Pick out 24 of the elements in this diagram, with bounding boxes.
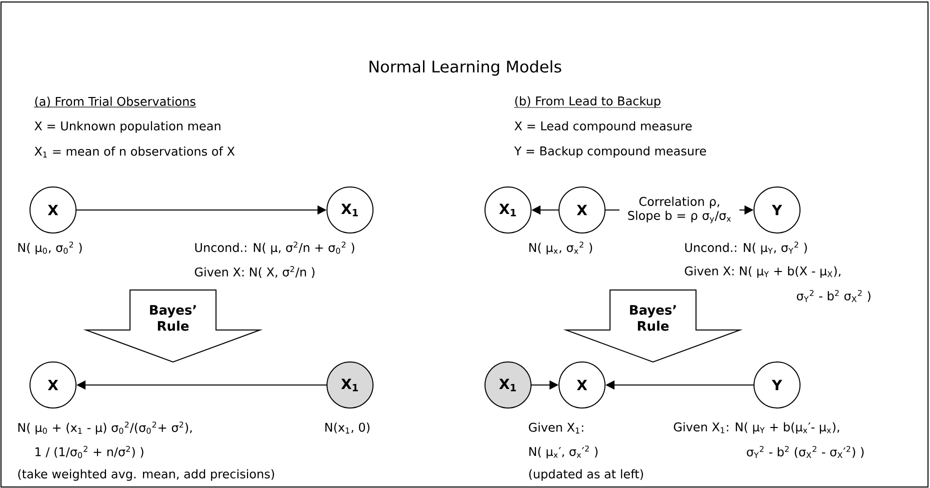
distribution-label: σ$_{Y}$$^{2}$ - b$^{2}$ σ$_{X}$$^{2}$ )	[796, 290, 870, 302]
definition-text: X = Lead compound measure	[514, 121, 692, 133]
section-heading: (b) From Lead to Backup	[514, 96, 662, 108]
section-heading: (a) From Trial Observations	[34, 96, 196, 108]
definition-text: Y = Backup compound measure	[514, 146, 706, 158]
distribution-label: Given X$_{1}$:	[528, 422, 584, 434]
distribution-label: 1 / (1/σ$_{0}$$^{2}$ + n/σ$^{2}$) )	[36, 446, 144, 458]
distribution-label: N( μ$_{x}$′, σ$_{x}$′$^{2}$ )	[529, 446, 598, 458]
edge-label: Correlation ρ, Slope b = ρ σ$_{y}$/σ$_{x}$	[620, 196, 740, 224]
definition-text: X = Unknown population mean	[34, 121, 220, 133]
distribution-label: N(x$_{1}$, 0)	[325, 422, 370, 434]
distribution-label: (updated as at left)	[529, 469, 643, 481]
distribution-label: Uncond.: N( μ, σ$^{2}$/n + σ$_{0}$$^{2}$ )	[195, 242, 354, 254]
distribution-label: Given X$_{1}$: N( μ$_{Y}$ + b(μ$_{x}$′- μ$_{x}$),	[674, 422, 840, 434]
distribution-label: N( μ$_{x}$, σ$_{x}$$^{2}$ )	[529, 242, 592, 254]
distribution-label: Given X: N( X, σ$^{2}$/n )	[194, 266, 314, 278]
definition-text: X$_{1}$ = mean of n observations of X	[34, 146, 235, 158]
distribution-label: (take weighted avg. mean, add precisions)	[18, 469, 274, 481]
distribution-label: Uncond.: N( μ$_{Y}$, σ$_{Y}$$^{2}$ )	[685, 242, 807, 254]
distribution-label: N( μ$_{0}$, σ$_{0}$$^{2}$ )	[18, 242, 82, 254]
distribution-label: N( μ$_{0}$ + (x$_{1}$ - μ) σ$_{0}$$^{2}$/(σ$_{0}$$^{2}$+ σ$^{2}$),	[18, 422, 192, 434]
distribution-label: Given X: N( μ$_{Y}$ + b(X - μ$_{X}$),	[684, 266, 840, 278]
title: Normal Learning Models	[370, 60, 562, 76]
distribution-label: σ$_{Y}$$^{2}$ - b$^{2}$ (σ$_{X}$$^{2}$ - σ$_{X}$′$^{2}$) )	[746, 446, 864, 458]
